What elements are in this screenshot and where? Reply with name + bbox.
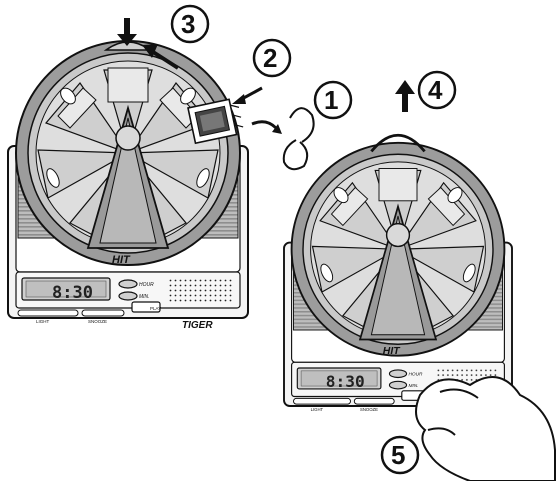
step-number-2: 2	[263, 43, 277, 73]
right-device: HIT 8:30 HOUR MIN. PLAY LIGHT SNOOZE	[283, 134, 513, 412]
left-device: HIT 8:30 HOUR MIN. PLAY LIGHT SNOOZE TIG…	[7, 40, 249, 331]
step-number-5: 5	[391, 440, 405, 470]
hit-clips-logo-left: HIT	[112, 254, 131, 266]
step-number-4: 4	[428, 75, 443, 105]
hand-illustration	[415, 376, 556, 481]
arrow-step-3	[142, 44, 180, 70]
step-number-1: 1	[324, 85, 338, 115]
arrow-step-4	[395, 80, 415, 112]
min-label-left: MIN.	[139, 294, 150, 300]
hit-clips-logo-right: HIT	[383, 346, 401, 357]
arrow-step-1	[251, 120, 282, 134]
step-badge-2: 2	[252, 38, 292, 78]
snooze-label-right: SNOOZE	[360, 407, 378, 412]
lcd-time-right: 8:30	[326, 372, 365, 391]
hour-label-right: HOUR	[408, 372, 423, 378]
keychain-icon	[282, 107, 315, 171]
hour-label-left: HOUR	[139, 282, 154, 288]
light-label-left: LIGHT	[36, 319, 50, 324]
play-label-left: PLAY	[150, 306, 161, 311]
clip-cartridge	[187, 98, 244, 145]
snooze-label-left: SNOOZE	[88, 319, 107, 324]
step-badge-5: 5	[380, 435, 420, 475]
step-badge-4: 4	[417, 70, 457, 110]
lcd-time-left: 8:30	[52, 283, 93, 303]
arrow-step-2	[232, 86, 263, 104]
tiger-logo-left: TIGER	[182, 320, 213, 331]
arrow-down-top	[117, 18, 137, 46]
step-badge-1: 1	[313, 80, 353, 120]
step-number-3: 3	[181, 9, 195, 39]
light-label-right: LIGHT	[311, 407, 324, 412]
step-badge-3: 3	[170, 4, 210, 44]
min-label-right: MIN.	[408, 383, 418, 389]
